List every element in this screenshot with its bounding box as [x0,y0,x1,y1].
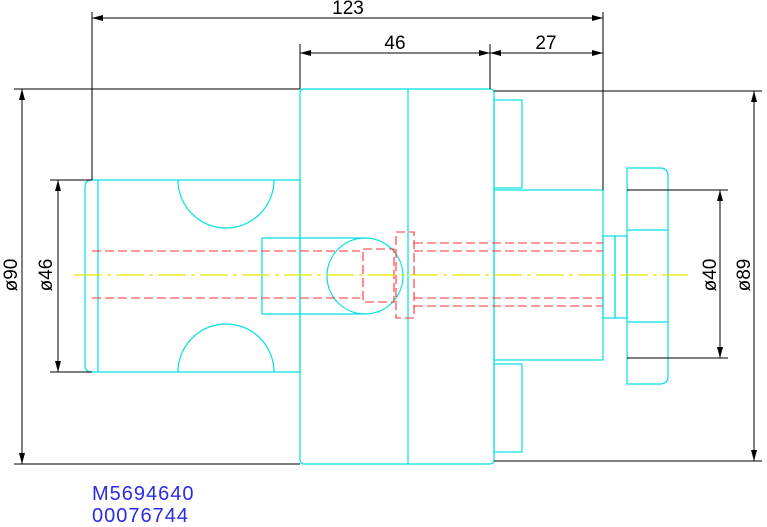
hidden-lines [92,231,603,319]
main-flange [299,88,495,465]
lower-lug [493,363,523,453]
right-cap [626,167,669,385]
upper-cutout [177,179,275,229]
dim-right-outer-diameter: ø89 [734,259,755,292]
upper-lug [493,99,523,189]
dim-overall-length: 123 [332,0,364,19]
part-outline [84,88,669,465]
left-shank [84,179,301,373]
lower-cutout [177,323,275,373]
dimension-arrows [19,15,757,464]
part-number: M5694640 [92,483,195,505]
hub-step [602,235,616,319]
dim-shank-diameter: ø46 [36,259,57,292]
dimension-lines [14,12,762,465]
central-pin [261,237,404,315]
dim-flange-width: 46 [384,33,405,54]
dim-left-outer-diameter: ø90 [1,259,22,292]
dim-hub-diameter: ø40 [700,259,721,292]
dim-hub-length: 27 [535,33,556,54]
drawing-code: 00076744 [92,505,189,527]
